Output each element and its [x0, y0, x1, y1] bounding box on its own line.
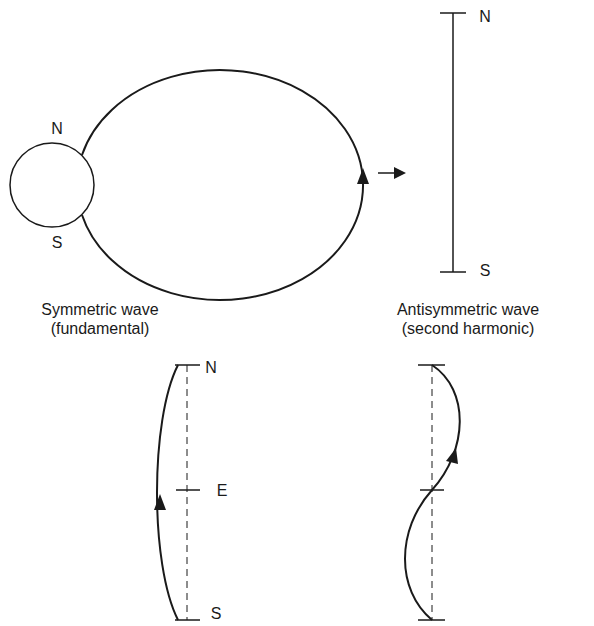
tick [440, 271, 466, 273]
pole-label: N [205, 358, 217, 377]
transform-arrow [378, 172, 396, 174]
dashed-axis [432, 365, 433, 620]
pole-label: N [479, 7, 491, 26]
tick [418, 364, 445, 366]
pole-label: N [51, 119, 63, 138]
tick [440, 12, 466, 14]
tick [176, 489, 200, 491]
field-line [82, 70, 363, 300]
arrowhead [446, 448, 458, 464]
panel-caption: Antisymmetric wave (second harmonic) [386, 300, 551, 338]
arrowhead [154, 494, 166, 510]
straight-field-line [452, 13, 454, 272]
pole-label: S [211, 604, 222, 623]
panel-caption: Symmetric wave (fundamental) [18, 300, 183, 338]
pole-label: S [52, 233, 63, 252]
antisymmetric-wave [405, 365, 460, 620]
pole-label: S [480, 261, 491, 280]
arrowhead [394, 167, 406, 179]
equator-label: E [217, 481, 228, 500]
arrowhead [357, 168, 369, 184]
dashed-axis [187, 365, 188, 620]
symmetric-wave [157, 365, 178, 620]
earth-circle [10, 143, 94, 227]
